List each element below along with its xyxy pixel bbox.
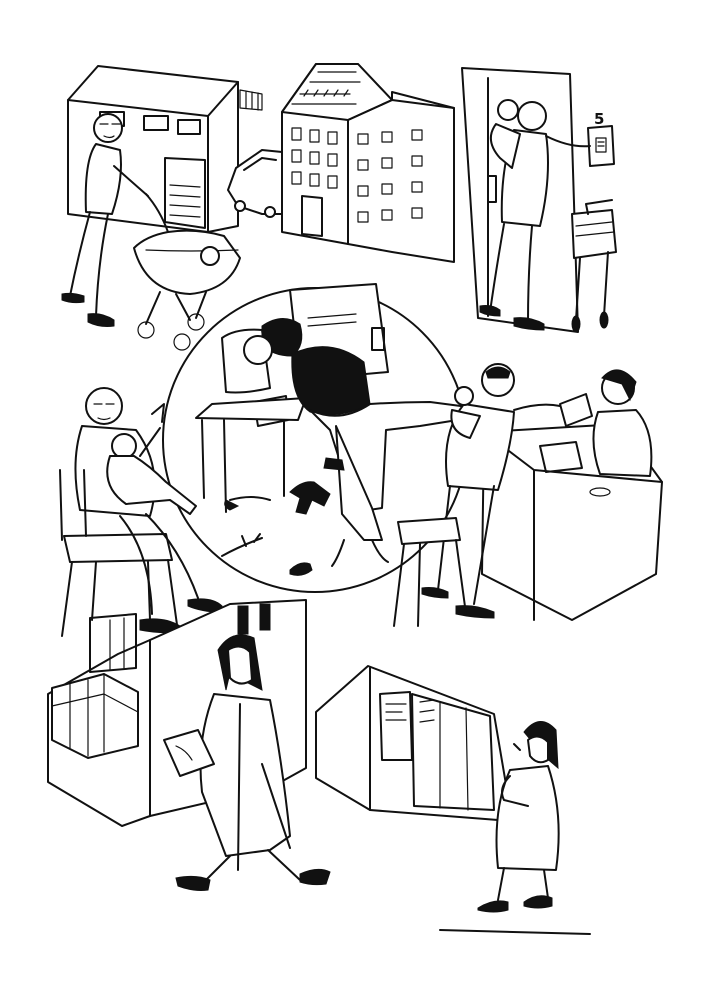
apartment-building [282, 64, 454, 262]
man-seated-with-baby [60, 388, 222, 636]
shopping-trolley [572, 200, 616, 332]
building-windows [292, 128, 422, 222]
walking-woman-with-magazine [164, 635, 330, 891]
embracing-couple [244, 318, 476, 566]
clothes-on-floor [222, 482, 330, 576]
door-number-text: 5 [594, 110, 604, 128]
kiosk-building [316, 666, 510, 820]
man-pushing-pram [62, 114, 240, 350]
reception-scene [394, 364, 662, 626]
central-circle-office [152, 284, 476, 592]
doorway-scene: 5 [462, 68, 616, 332]
desk [196, 398, 306, 512]
pram [134, 194, 240, 350]
parked-car [228, 150, 282, 217]
ground-line [440, 930, 590, 934]
woman-smoking [478, 721, 559, 912]
